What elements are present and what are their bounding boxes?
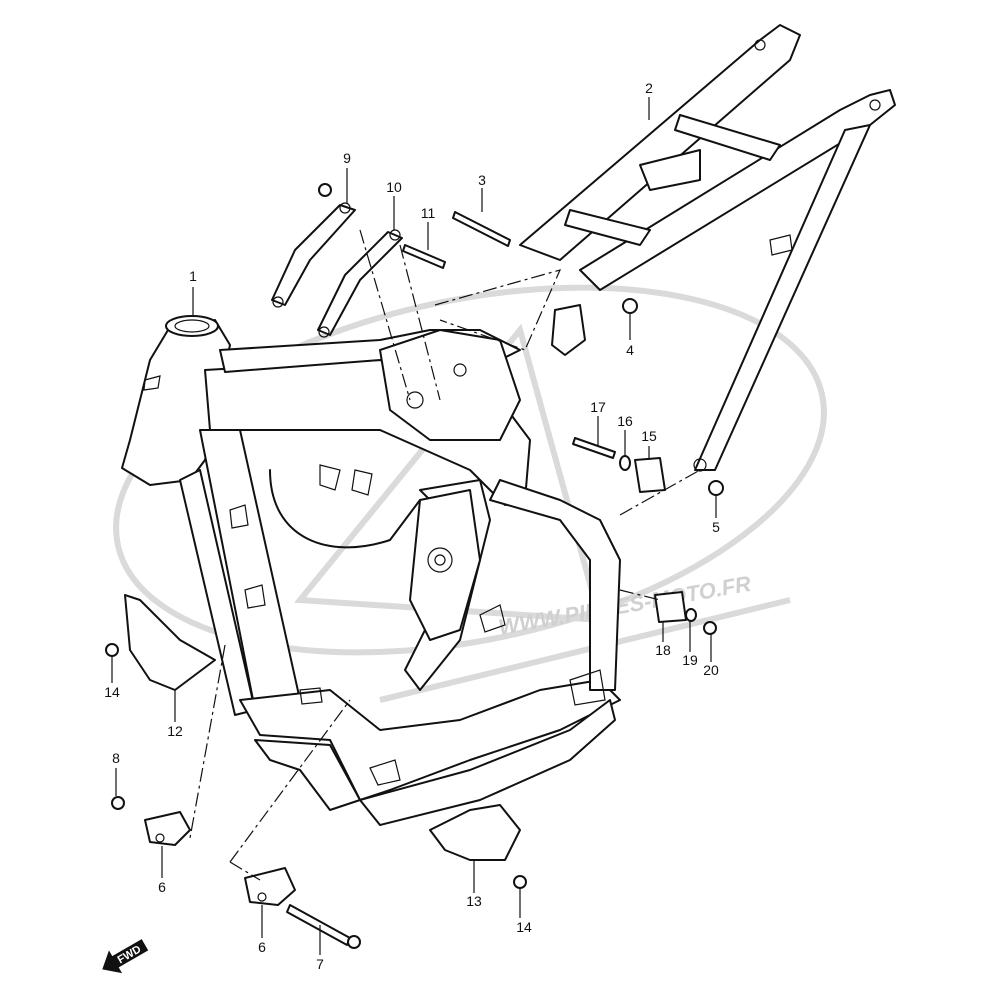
- engine-hangers: [271, 202, 403, 338]
- callout-10: 10: [386, 179, 402, 195]
- skid-plates: [124, 594, 521, 861]
- leader-lines: [111, 97, 717, 955]
- callout-20: 20: [703, 662, 719, 678]
- fwd-label: FWD: [116, 943, 144, 966]
- callout-11: 11: [421, 205, 436, 221]
- main-frame: [121, 315, 621, 826]
- callout-7: 7: [316, 956, 324, 972]
- callout-15: 15: [641, 428, 657, 444]
- callout-18: 18: [655, 642, 671, 658]
- callout-13: 13: [466, 893, 482, 909]
- callout-14b: 14: [516, 919, 532, 935]
- callout-6a: 6: [158, 879, 166, 895]
- callout-12: 12: [167, 723, 183, 739]
- arrow-icon: [102, 939, 149, 974]
- callout-6b: 6: [258, 939, 266, 955]
- fasteners: [105, 183, 724, 949]
- callout-19: 19: [682, 652, 698, 668]
- callout-2: 2: [645, 80, 653, 96]
- callout-9: 9: [343, 150, 351, 166]
- assembly-lines: [189, 229, 701, 881]
- brackets: [144, 811, 296, 906]
- callout-4: 4: [626, 342, 634, 358]
- callout-3: 3: [478, 172, 486, 188]
- fwd-arrow: FWD: [102, 939, 149, 974]
- callout-17: 17: [590, 399, 606, 415]
- rear-subframe: [519, 24, 896, 472]
- callout-14a: 14: [104, 684, 120, 700]
- callout-8: 8: [112, 750, 120, 766]
- callout-1: 1: [189, 268, 197, 284]
- callout-16: 16: [617, 413, 633, 429]
- callout-labels: 1 2 3 4 5 6 6 7 8 9 10 11 12 13 14 14 15…: [104, 80, 720, 972]
- callout-5: 5: [712, 519, 720, 535]
